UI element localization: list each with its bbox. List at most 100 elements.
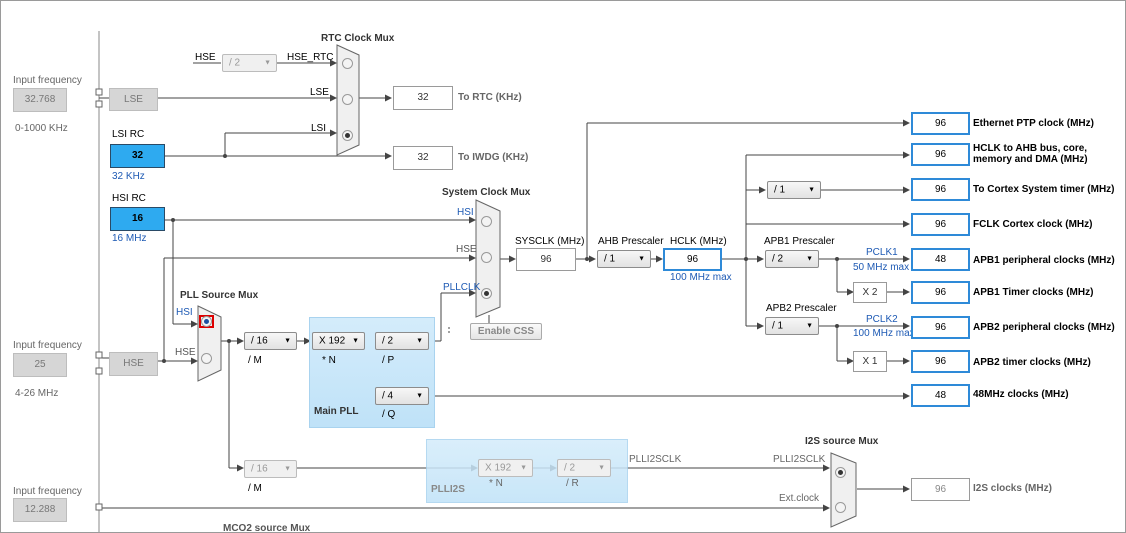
fclk-cortex-clock-value[interactable]: 96	[911, 213, 970, 236]
pll-source-hse-radio[interactable]	[201, 353, 212, 364]
pll-p-divider-select[interactable]: / 2▼	[375, 332, 429, 350]
sysmux-hsi-radio[interactable]	[481, 216, 492, 227]
main-pll-title: Main PLL	[314, 406, 359, 417]
rtc-hse-divider-select[interactable]: / 2▼	[222, 54, 277, 72]
plli2s-r-value: / 2	[564, 462, 576, 474]
i2s-mux-plli2sclk-radio[interactable]	[835, 467, 846, 478]
hse-input-frequency-label: Input frequency	[13, 340, 82, 351]
apb1-prescaler-label: APB1 Prescaler	[764, 236, 835, 247]
pclk2-label: PCLK2	[866, 314, 898, 325]
chevron-down-icon: ▼	[284, 337, 291, 345]
rtc-hse-divider-value: / 2	[229, 57, 241, 69]
lse-range-label: 0-1000 KHz	[15, 123, 68, 134]
ethernet-ptp-clock-value[interactable]: 96	[911, 112, 970, 135]
enable-css-button[interactable]: Enable CSS	[470, 323, 542, 340]
sysmux-hsi-label: HSI	[457, 207, 474, 218]
pll-n-multiplier-select[interactable]: X 192▼	[312, 332, 365, 350]
hse-oscillator[interactable]: HSE	[109, 352, 158, 376]
rtc-output-value: 32	[393, 86, 453, 110]
apb1-prescaler-select[interactable]: / 2▼	[765, 250, 819, 268]
chevron-down-icon: ▼	[284, 465, 291, 473]
hclk-value[interactable]: 96	[663, 248, 722, 271]
ahb-prescaler-value: / 1	[604, 253, 616, 265]
plli2s-r-divider-select[interactable]: / 2▼	[557, 459, 611, 477]
pll-p-value: / 2	[382, 335, 394, 347]
pll-source-hsi-label: HSI	[176, 307, 193, 318]
i2s-mux-plli2sclk-label: PLLI2SCLK	[773, 454, 826, 465]
pll-source-mux-title: PLL Source Mux	[180, 290, 259, 301]
hclk-label: HCLK (MHz)	[670, 236, 727, 247]
sysclk-label: SYSCLK (MHz)	[515, 236, 585, 247]
clock-48mhz-value[interactable]: 48	[911, 384, 970, 407]
lsi-rc-value[interactable]: 32	[110, 144, 165, 168]
pclk1-label: PCLK1	[866, 247, 898, 258]
mco2-source-mux-title: MCO2 source Mux	[223, 523, 311, 533]
apb1-timer-clocks-value[interactable]: 96	[911, 281, 970, 304]
ahb-prescaler-select[interactable]: / 1▼	[597, 250, 651, 268]
plli2s-m-divider-select[interactable]: / 16 ▼	[244, 460, 297, 478]
sysmux-pllclk-radio[interactable]	[481, 288, 492, 299]
apb2-prescaler-select[interactable]: / 1▼	[765, 317, 819, 335]
i2s-clock-value: 96	[911, 478, 970, 501]
apb2-timer-clocks-value[interactable]: 96	[911, 350, 970, 373]
rtc-mux-lse-radio[interactable]	[342, 94, 353, 105]
pll-source-hse-label: HSE	[175, 347, 196, 358]
apb2-timer-clocks-label: APB2 timer clocks (MHz)	[973, 357, 1091, 368]
apb2-prescaler-label: APB2 Prescaler	[766, 303, 837, 314]
i2s-ext-frequency-field[interactable]: 12.288	[13, 498, 67, 522]
chevron-down-icon: ▼	[352, 337, 359, 345]
plli2s-r-label: / R	[566, 478, 579, 489]
rtc-lse-label: LSE	[310, 87, 329, 98]
i2s-mux-ext-clock-radio[interactable]	[835, 502, 846, 513]
plli2sclk-label: PLLI2SCLK	[629, 454, 682, 465]
sysmux-pllclk-label: PLLCLK	[443, 282, 481, 293]
cortex-system-timer-value[interactable]: 96	[911, 178, 970, 201]
ahb-prescaler-label: AHB Prescaler	[598, 236, 664, 247]
apb1-peripheral-clocks-label: APB1 peripheral clocks (MHz)	[973, 255, 1115, 266]
hclk-max-label: 100 MHz max	[670, 272, 732, 283]
apb2-peripheral-clocks-value[interactable]: 96	[911, 316, 970, 339]
apb1-peripheral-clocks-value[interactable]: 48	[911, 248, 970, 271]
fclk-cortex-clock-label: FCLK Cortex clock (MHz)	[973, 219, 1093, 230]
clock-48mhz-label: 48MHz clocks (MHz)	[973, 389, 1069, 400]
rtc-clock-mux-title: RTC Clock Mux	[321, 33, 395, 44]
hse-frequency-field[interactable]: 25	[13, 353, 67, 377]
rtc-mux-hse-radio[interactable]	[342, 58, 353, 69]
sysmux-hse-radio[interactable]	[481, 252, 492, 263]
pll-p-label: / P	[382, 355, 395, 366]
system-clock-mux-title: System Clock Mux	[442, 187, 531, 198]
cortex-timer-divider-value: / 1	[774, 184, 786, 196]
i2s-input-frequency-label: Input frequency	[13, 486, 82, 497]
plli2s-n-multiplier-select[interactable]: X 192▼	[478, 459, 533, 477]
cortex-timer-divider-select[interactable]: / 1▼	[767, 181, 821, 199]
rtc-hse-input-label: HSE	[195, 52, 216, 63]
plli2s-m-value: / 16	[251, 463, 268, 475]
plli2s-n-value: X 192	[485, 462, 512, 474]
apb2-timer-multiplier: X 1	[853, 351, 887, 372]
lse-frequency-field[interactable]: 32.768	[13, 88, 67, 112]
pll-n-label: * N	[322, 355, 336, 366]
i2s-mux-shape	[830, 452, 857, 528]
hclk-ahb-value[interactable]: 96	[911, 143, 970, 166]
hclk-ahb-label: HCLK to AHB bus, core,	[973, 143, 1088, 154]
hclk-ahb-label-line2: memory and DMA (MHz)	[973, 154, 1088, 165]
lse-oscillator[interactable]: LSE	[109, 88, 158, 111]
apb1-timer-clocks-label: APB1 Timer clocks (MHz)	[973, 287, 1094, 298]
pll-m-label: / M	[248, 355, 262, 366]
rtc-mux-lsi-radio[interactable]	[342, 130, 353, 141]
hse-rtc-label: HSE_RTC	[287, 52, 334, 63]
pll-q-value: / 4	[382, 390, 394, 402]
sysclk-value: 96	[516, 248, 576, 271]
pll-m-divider-select[interactable]: / 16▼	[244, 332, 297, 350]
pll-source-hsi-radio[interactable]	[201, 316, 212, 327]
hsi-rc-value[interactable]: 16	[110, 207, 165, 231]
plli2s-n-label: * N	[489, 478, 503, 489]
i2s-mux-ext-clock-label: Ext.clock	[779, 493, 820, 504]
lsi-rc-title: LSI RC	[112, 129, 145, 140]
apb2-peripheral-clocks-label: APB2 peripheral clocks (MHz)	[973, 322, 1115, 333]
apb1-timer-multiplier: X 2	[853, 282, 887, 303]
pll-q-divider-select[interactable]: / 4▼	[375, 387, 429, 405]
pll-q-label: / Q	[382, 409, 396, 420]
cortex-system-timer-label: To Cortex System timer (MHz)	[973, 184, 1115, 195]
